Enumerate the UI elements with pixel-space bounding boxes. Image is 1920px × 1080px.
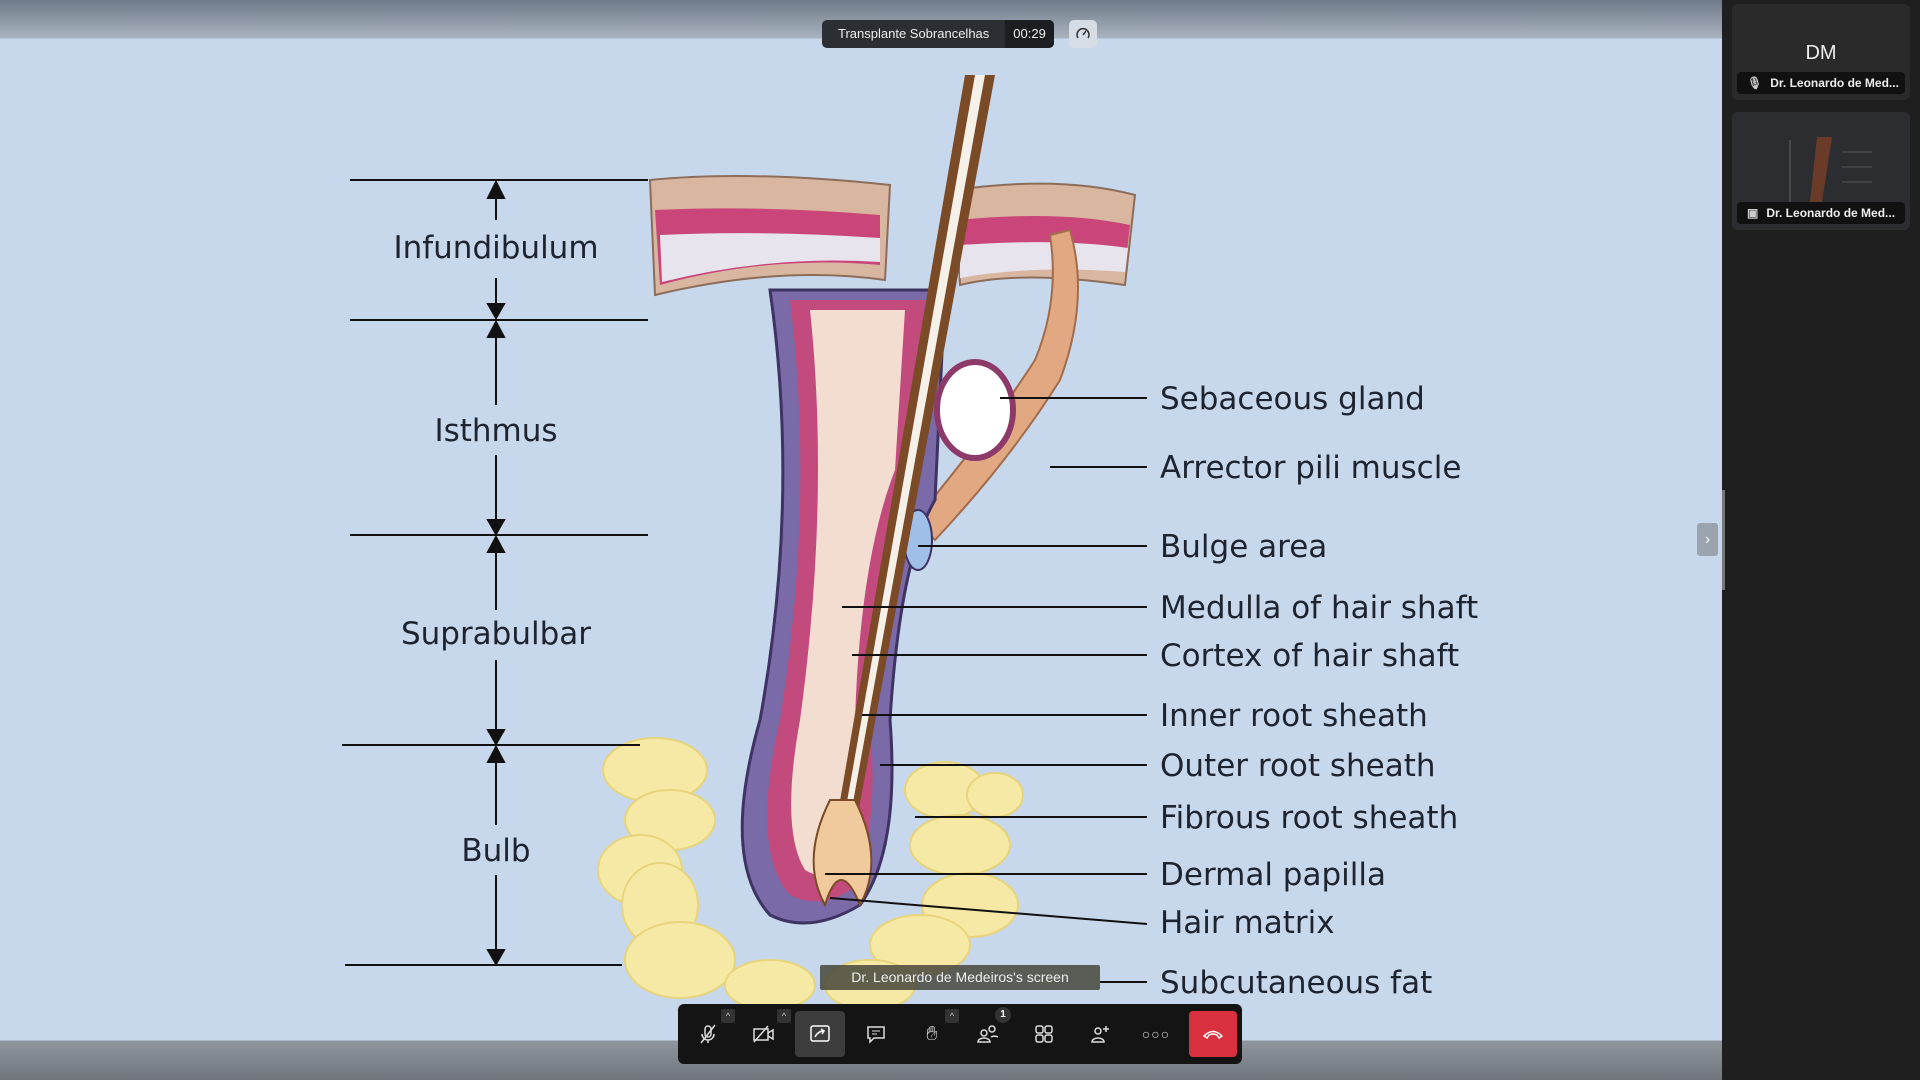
- region-brackets: [342, 179, 648, 967]
- hand-icon: ✋︎: [926, 1022, 938, 1045]
- connection-health-button[interactable]: [1069, 20, 1097, 48]
- share-screen-button[interactable]: [795, 1011, 845, 1057]
- mic-off-icon: 🎙︎: [1747, 76, 1763, 90]
- camera-button[interactable]: ^: [739, 1009, 791, 1057]
- structure-label: Bulge area: [1160, 529, 1327, 565]
- people-count-badge: 1: [995, 1007, 1011, 1023]
- structure-label: Arrector pili muscle: [1160, 450, 1461, 486]
- structure-label: Hair matrix: [1160, 905, 1335, 941]
- hair-follicle-diagram: Infundibulum Isthmus Suprabulbar Bulb Se…: [342, 75, 1478, 1011]
- meeting-title-bar[interactable]: Transplante Sobrancelhas 00:29: [822, 20, 1054, 48]
- structure-label: Sebaceous gland: [1160, 381, 1425, 417]
- sebaceous-gland: [934, 359, 1016, 461]
- structure-label: Subcutaneous fat: [1160, 965, 1432, 1001]
- screen-thumbnail: [1789, 137, 1872, 202]
- participants-panel: DM 🎙︎ Dr. Leonardo de Med... ▣ Dr. Leonard…: [1722, 0, 1920, 1080]
- meeting-title: Transplante Sobrancelhas: [838, 26, 990, 41]
- participant-tile[interactable]: DM 🎙︎ Dr. Leonardo de Med...: [1732, 4, 1910, 100]
- participant-name: Dr. Leonardo de Med...: [1770, 76, 1899, 90]
- chat-button[interactable]: [851, 1011, 901, 1057]
- structure-label: Fibrous root sheath: [1160, 800, 1458, 836]
- reactions-chevron[interactable]: ^: [945, 1009, 959, 1023]
- meeting-timer: 00:29: [1005, 20, 1054, 48]
- camera-options-chevron[interactable]: ^: [777, 1009, 791, 1023]
- chat-icon: [867, 1026, 885, 1044]
- region-label: Bulb: [461, 833, 530, 869]
- mic-options-chevron[interactable]: ^: [721, 1009, 735, 1023]
- screen-share-caption: Dr. Leonardo de Medeiros's screen: [820, 965, 1100, 990]
- mic-button[interactable]: ^: [683, 1009, 735, 1057]
- end-call-button[interactable]: [1189, 1011, 1237, 1057]
- region-label: Suprabulbar: [401, 616, 591, 652]
- region-label: Isthmus: [434, 413, 557, 449]
- more-icon: ○○○: [1141, 1026, 1171, 1042]
- panel-resize-handle[interactable]: [1722, 490, 1725, 590]
- view-layout-button[interactable]: [1019, 1011, 1069, 1057]
- people-icon: [977, 1025, 999, 1043]
- meeting-toolbar: ^ ^ ✋︎ ^ 1 ○○○: [678, 1004, 1242, 1064]
- leader-lines: [825, 397, 1148, 983]
- screen-share-tile[interactable]: ▣ Dr. Leonardo de Med...: [1732, 112, 1910, 230]
- raise-hand-button[interactable]: ✋︎ ^: [907, 1009, 959, 1057]
- structure-label: Inner root sheath: [1160, 698, 1428, 734]
- add-people-button[interactable]: [1075, 1011, 1125, 1057]
- structure-label: Medulla of hair shaft: [1160, 590, 1478, 626]
- structure-label: Outer root sheath: [1160, 748, 1436, 784]
- camera-off-icon: [753, 1025, 774, 1043]
- share-screen-icon: [810, 1025, 830, 1042]
- structure-label: Cortex of hair shaft: [1160, 638, 1459, 674]
- avatar: DM: [1805, 42, 1837, 64]
- chevron-right-icon: ›: [1704, 531, 1711, 548]
- shared-screen: Infundibulum Isthmus Suprabulbar Bulb Se…: [0, 0, 1722, 1080]
- mic-off-icon: [700, 1024, 716, 1044]
- grid-icon: [1035, 1025, 1053, 1043]
- participant-name: Dr. Leonardo de Med...: [1766, 206, 1896, 220]
- hang-up-icon: [1202, 1030, 1224, 1040]
- gauge-icon: [1076, 28, 1090, 39]
- people-button[interactable]: 1: [963, 1007, 1013, 1057]
- more-options-button[interactable]: ○○○: [1131, 1011, 1181, 1057]
- add-person-icon: [1091, 1026, 1109, 1043]
- screen-share-icon: ▣: [1747, 206, 1759, 220]
- expand-panel-button[interactable]: ›: [1697, 523, 1718, 556]
- fat-globules: [597, 737, 1024, 1011]
- structure-label: Dermal papilla: [1160, 857, 1386, 893]
- region-label: Infundibulum: [393, 230, 598, 266]
